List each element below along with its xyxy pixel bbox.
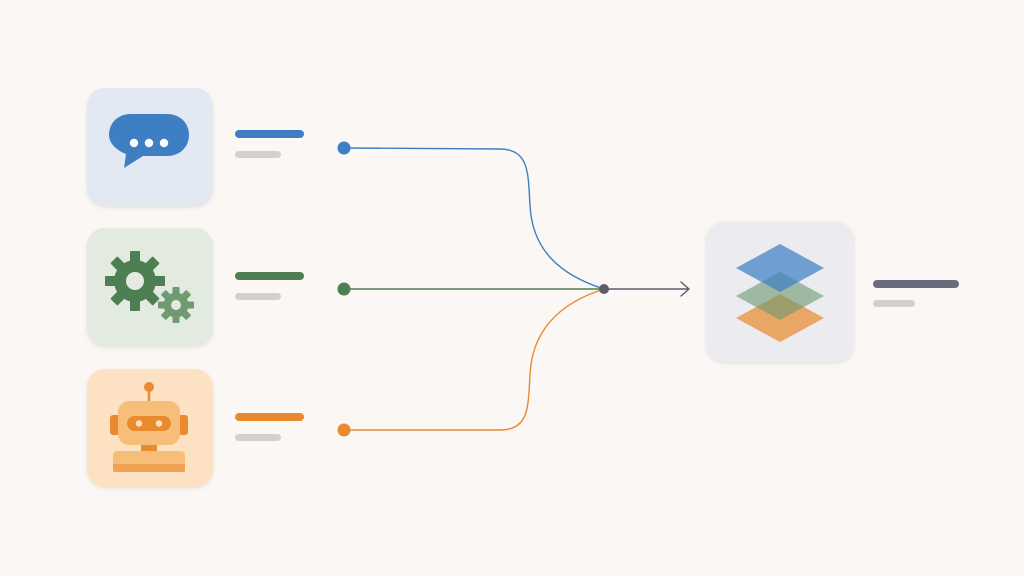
chat-port bbox=[337, 141, 351, 155]
output-subtitle-line bbox=[873, 300, 915, 307]
tools-port bbox=[337, 282, 351, 296]
chat-title-line bbox=[235, 130, 304, 138]
agent-source-tile bbox=[87, 369, 213, 487]
tools-title-line bbox=[235, 272, 304, 280]
chat-subtitle-line bbox=[235, 151, 281, 158]
robot-icon bbox=[110, 382, 188, 472]
agent-title-line bbox=[235, 413, 304, 421]
tools-source-tile bbox=[87, 228, 213, 346]
agent-port bbox=[337, 423, 351, 437]
merge-hub bbox=[599, 284, 609, 294]
arrowhead-icon bbox=[680, 281, 690, 297]
tools-subtitle-line bbox=[235, 293, 281, 300]
chat-bubble-icon bbox=[109, 114, 189, 168]
gears-icon bbox=[105, 251, 194, 323]
chat-source-tile bbox=[87, 88, 213, 206]
layers-stack-icon bbox=[736, 244, 824, 342]
chat-wire bbox=[343, 147, 605, 290]
agent-subtitle-line bbox=[235, 434, 281, 441]
output-title-line bbox=[873, 280, 959, 288]
output-tile bbox=[706, 222, 854, 362]
agent-wire bbox=[344, 288, 605, 431]
